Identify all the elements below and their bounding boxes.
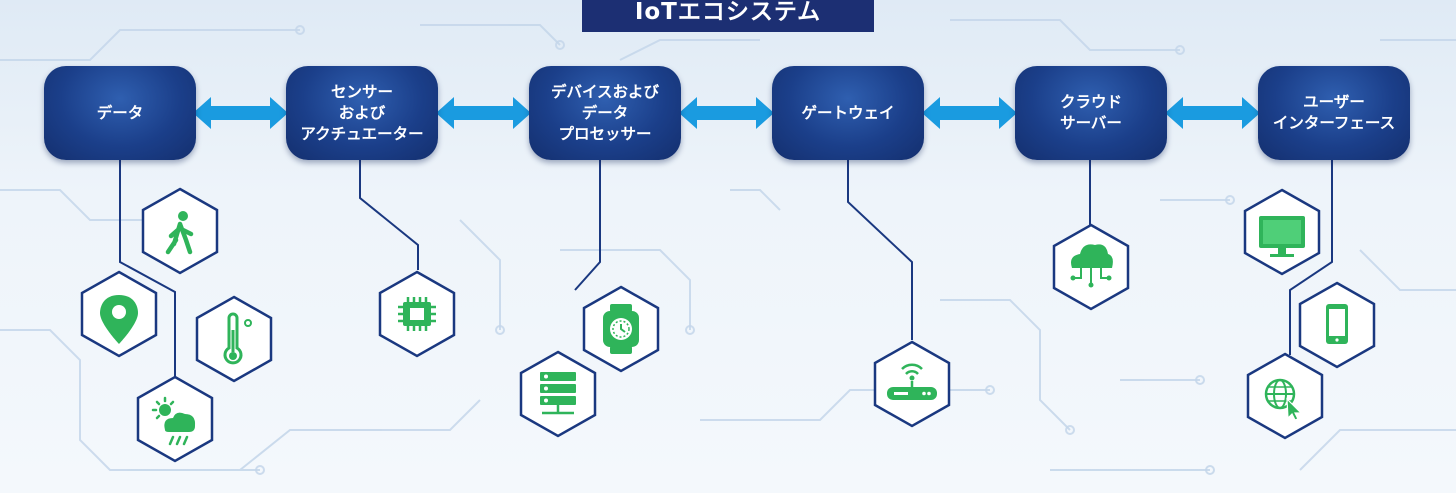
arrow-cloud-ui [1165,97,1260,129]
server-icon [540,372,576,415]
node-sensors-actuators: センサー および アクチュエーター [286,66,438,160]
node-label-line: サーバー [1060,114,1122,132]
node-gateway: ゲートウェイ [772,66,924,160]
arrow-devices-gateway [679,97,774,129]
smartphone-icon [1326,304,1348,344]
location-pin-icon [100,295,138,344]
smartwatch-icon [603,304,639,354]
thermometer-icon [223,312,252,365]
walking-person-icon [165,211,194,255]
weather-icon [151,396,196,446]
node-label-line: インターフェース [1272,114,1396,132]
node-label-line: センサー [330,82,393,101]
cloud-network-icon [1070,244,1113,288]
node-label-line: データ [581,103,629,122]
node-user-interface: ユーザー インターフェース [1258,66,1410,160]
node-label-line: クラウド [1059,93,1122,111]
circuit-pads [175,25,1235,475]
node-label-line: デバイスおよび [550,82,660,101]
chip-icon [398,297,436,331]
diagram-title: IoTエコシステム [582,0,874,32]
node-label-line: プロセッサー [558,124,652,143]
monitor-icon [1259,216,1305,257]
node-devices-processors: デバイスおよび データ プロセッサー [529,66,681,160]
router-icon [887,363,937,400]
flow-arrows [193,97,1260,129]
node-label-line: ユーザー [1303,93,1365,111]
node-cloud-server: クラウド サーバー [1015,66,1167,160]
arrow-sensors-devices [436,97,531,129]
node-label-line: アクチュエーター [300,124,424,143]
connector-lines [119,160,1333,390]
arrow-gateway-cloud [922,97,1017,129]
node-data: データ [44,66,196,160]
node-label-line: データ [96,103,144,122]
web-globe-icon [1264,378,1303,421]
arrow-data-sensors [193,97,288,129]
node-label-line: および [338,103,386,122]
node-label-line: ゲートウェイ [801,103,895,122]
circuit-background [0,19,1456,471]
